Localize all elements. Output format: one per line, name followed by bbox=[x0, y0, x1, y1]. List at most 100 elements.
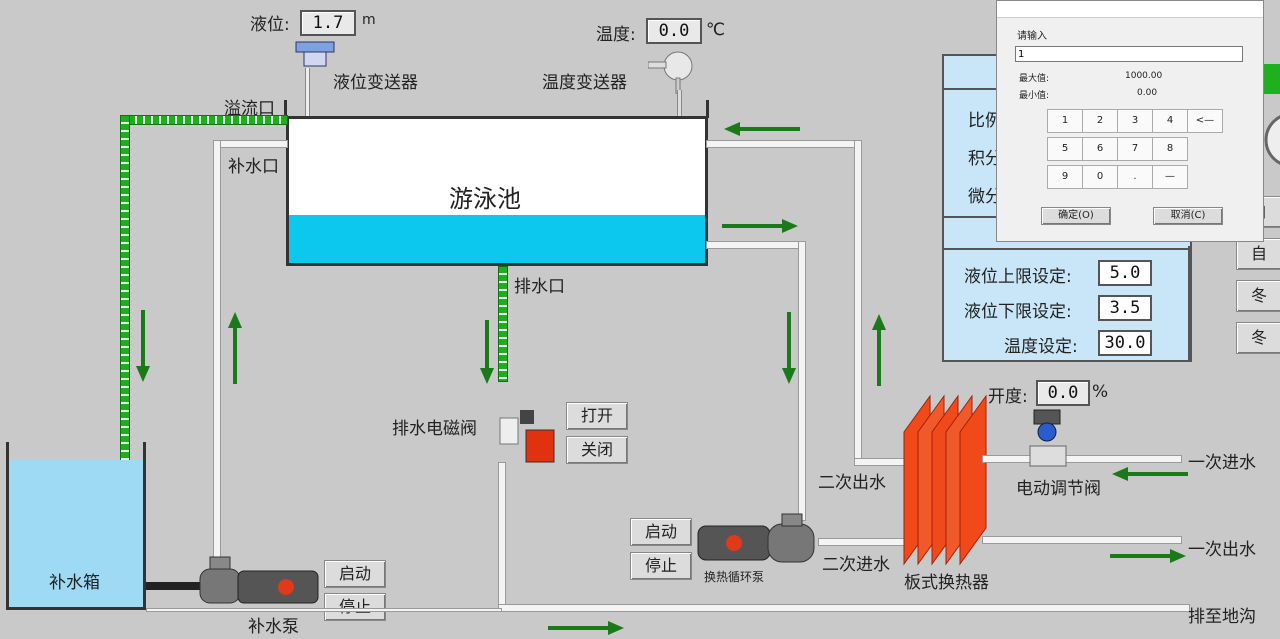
key-dot[interactable]: . bbox=[1117, 165, 1153, 189]
secondary-in-label: 二次进水 bbox=[822, 555, 890, 575]
down-arrow-icon bbox=[136, 310, 150, 388]
primary-in-arrow-icon bbox=[1110, 466, 1188, 485]
secondary-in-pipe-top bbox=[706, 241, 806, 249]
temperature-transmitter-icon bbox=[647, 48, 694, 95]
level-upper-setpoint-value[interactable]: 5.0 bbox=[1098, 260, 1152, 286]
key-minus[interactable]: — bbox=[1152, 165, 1188, 189]
primary-out-label: 一次出水 bbox=[1188, 540, 1256, 560]
tank-wall-left bbox=[6, 442, 9, 462]
dialog-titlebar bbox=[997, 1, 1263, 18]
temperature-transmitter-label: 温度变送器 bbox=[542, 73, 627, 93]
to-drain-label: 排至地沟 bbox=[1188, 607, 1256, 627]
bottom-right-arrow-icon bbox=[548, 620, 626, 639]
pool-wall-left bbox=[284, 100, 287, 118]
overflow-pipe-horizontal bbox=[120, 115, 288, 125]
key-backspace[interactable]: <— bbox=[1187, 109, 1223, 133]
drain-down-arrow-icon bbox=[480, 320, 494, 390]
level-lower-setpoint-label: 液位下限设定: bbox=[964, 302, 1072, 322]
drain-outlet-label: 排水口 bbox=[514, 277, 565, 297]
level-transmitter-label: 液位变送器 bbox=[333, 73, 418, 93]
base-pipe bbox=[146, 608, 502, 612]
level-unit: m bbox=[362, 12, 376, 28]
circulation-stop-button[interactable]: 停止 bbox=[630, 552, 692, 580]
makeup-tank: 补水箱 bbox=[6, 460, 146, 610]
plate-heat-exchanger-icon bbox=[900, 392, 992, 568]
makeup-pipe-vertical bbox=[213, 140, 221, 560]
temperature-unit: ℃ bbox=[706, 20, 726, 40]
key-6[interactable]: 6 bbox=[1082, 137, 1118, 161]
secondary-out-pipe-top bbox=[706, 140, 862, 148]
drain-open-button[interactable]: 打开 bbox=[566, 402, 628, 430]
to-drain-pipe bbox=[498, 604, 1190, 612]
overflow-pipe-vertical bbox=[120, 115, 130, 510]
level-value: 1.7 bbox=[300, 10, 356, 36]
key-4[interactable]: 4 bbox=[1152, 109, 1188, 133]
side-button-3[interactable]: 冬 bbox=[1236, 280, 1280, 312]
electric-valve-icon bbox=[1026, 408, 1070, 470]
circulation-start-button[interactable]: 启动 bbox=[630, 518, 692, 546]
makeup-pipe-top bbox=[213, 140, 288, 148]
tank-suction-pipe bbox=[146, 582, 202, 590]
circulation-pump-icon bbox=[696, 512, 820, 572]
dialog-min-label: 最小值: bbox=[1019, 91, 1050, 101]
drain-valve-label: 排水电磁阀 bbox=[392, 419, 477, 439]
makeup-inlet-label: 补水口 bbox=[228, 157, 279, 177]
drain-pipe-white bbox=[498, 462, 506, 612]
side-button-4[interactable]: 冬 bbox=[1236, 322, 1280, 354]
temp-setpoint-value[interactable]: 30.0 bbox=[1098, 330, 1152, 356]
dialog-ok-button[interactable]: 确定(O) bbox=[1041, 207, 1111, 225]
dialog-max-label: 最大值: bbox=[1019, 74, 1050, 84]
secondary-down-arrow-icon bbox=[782, 312, 796, 390]
secondary-out-label: 二次出水 bbox=[818, 473, 886, 493]
overflow-label: 溢流口 bbox=[224, 99, 275, 119]
key-3[interactable]: 3 bbox=[1117, 109, 1153, 133]
temperature-value: 0.0 bbox=[646, 18, 702, 44]
level-label: 液位: bbox=[250, 15, 290, 35]
tank-wall-right bbox=[143, 442, 146, 462]
primary-in-pipe bbox=[982, 455, 1182, 463]
setpoint-area: 液位上限设定: 5.0 液位下限设定: 3.5 温度设定: 30.0 bbox=[944, 246, 1190, 362]
gauge-icon bbox=[1262, 110, 1280, 170]
makeup-tank-label: 补水箱 bbox=[49, 573, 100, 593]
key-7[interactable]: 7 bbox=[1117, 137, 1153, 161]
primary-out-pipe bbox=[982, 536, 1182, 544]
primary-out-arrow-icon bbox=[1110, 548, 1188, 567]
key-9[interactable]: 9 bbox=[1047, 165, 1083, 189]
temp-setpoint-label: 温度设定: bbox=[1004, 337, 1078, 357]
pid-label-i: 积分 bbox=[968, 149, 1002, 169]
dialog-cancel-button[interactable]: 取消(C) bbox=[1153, 207, 1223, 225]
side-button-2[interactable]: 自 bbox=[1236, 238, 1280, 270]
key-0[interactable]: 0 bbox=[1082, 165, 1118, 189]
status-indicator bbox=[1262, 64, 1280, 94]
key-5[interactable]: 5 bbox=[1047, 137, 1083, 161]
swimming-pool: 游泳池 bbox=[286, 116, 708, 266]
right-arrow-icon bbox=[722, 218, 800, 237]
opening-value: 0.0 bbox=[1036, 380, 1090, 406]
drain-close-button[interactable]: 关闭 bbox=[566, 436, 628, 464]
dialog-min-value: 0.00 bbox=[1137, 88, 1158, 98]
circulation-pump-label: 换热循环泵 bbox=[704, 570, 765, 584]
key-1[interactable]: 1 bbox=[1047, 109, 1083, 133]
makeup-stop-button[interactable]: 停止 bbox=[324, 593, 386, 621]
drain-pipe-green bbox=[498, 266, 508, 382]
temperature-label: 温度: bbox=[596, 25, 636, 45]
secondary-out-pipe-vertical bbox=[854, 140, 862, 466]
input-dialog: 请输入 最大值: 1000.00 最小值: 0.00 1 2 3 4 <— 5 … bbox=[996, 0, 1264, 242]
opening-label: 开度: bbox=[988, 387, 1028, 407]
makeup-pump-icon bbox=[198, 555, 322, 610]
pid-label-p: 比例 bbox=[968, 111, 1002, 131]
electric-valve-label: 电动调节阀 bbox=[1016, 479, 1101, 499]
makeup-pump-label: 补水泵 bbox=[248, 617, 299, 637]
left-arrow-icon bbox=[722, 121, 800, 140]
key-8[interactable]: 8 bbox=[1152, 137, 1188, 161]
level-lower-setpoint-value[interactable]: 3.5 bbox=[1098, 295, 1152, 321]
level-upper-setpoint-label: 液位上限设定: bbox=[964, 267, 1072, 287]
key-2[interactable]: 2 bbox=[1082, 109, 1118, 133]
opening-unit: % bbox=[1092, 382, 1109, 402]
dialog-title: 请输入 bbox=[1017, 31, 1047, 42]
circ-to-hx-pipe bbox=[818, 538, 906, 546]
dialog-input[interactable] bbox=[1015, 46, 1243, 62]
secondary-up-arrow-icon bbox=[872, 312, 886, 390]
secondary-out-pipe-bottom bbox=[854, 458, 906, 466]
makeup-start-button[interactable]: 启动 bbox=[324, 560, 386, 588]
